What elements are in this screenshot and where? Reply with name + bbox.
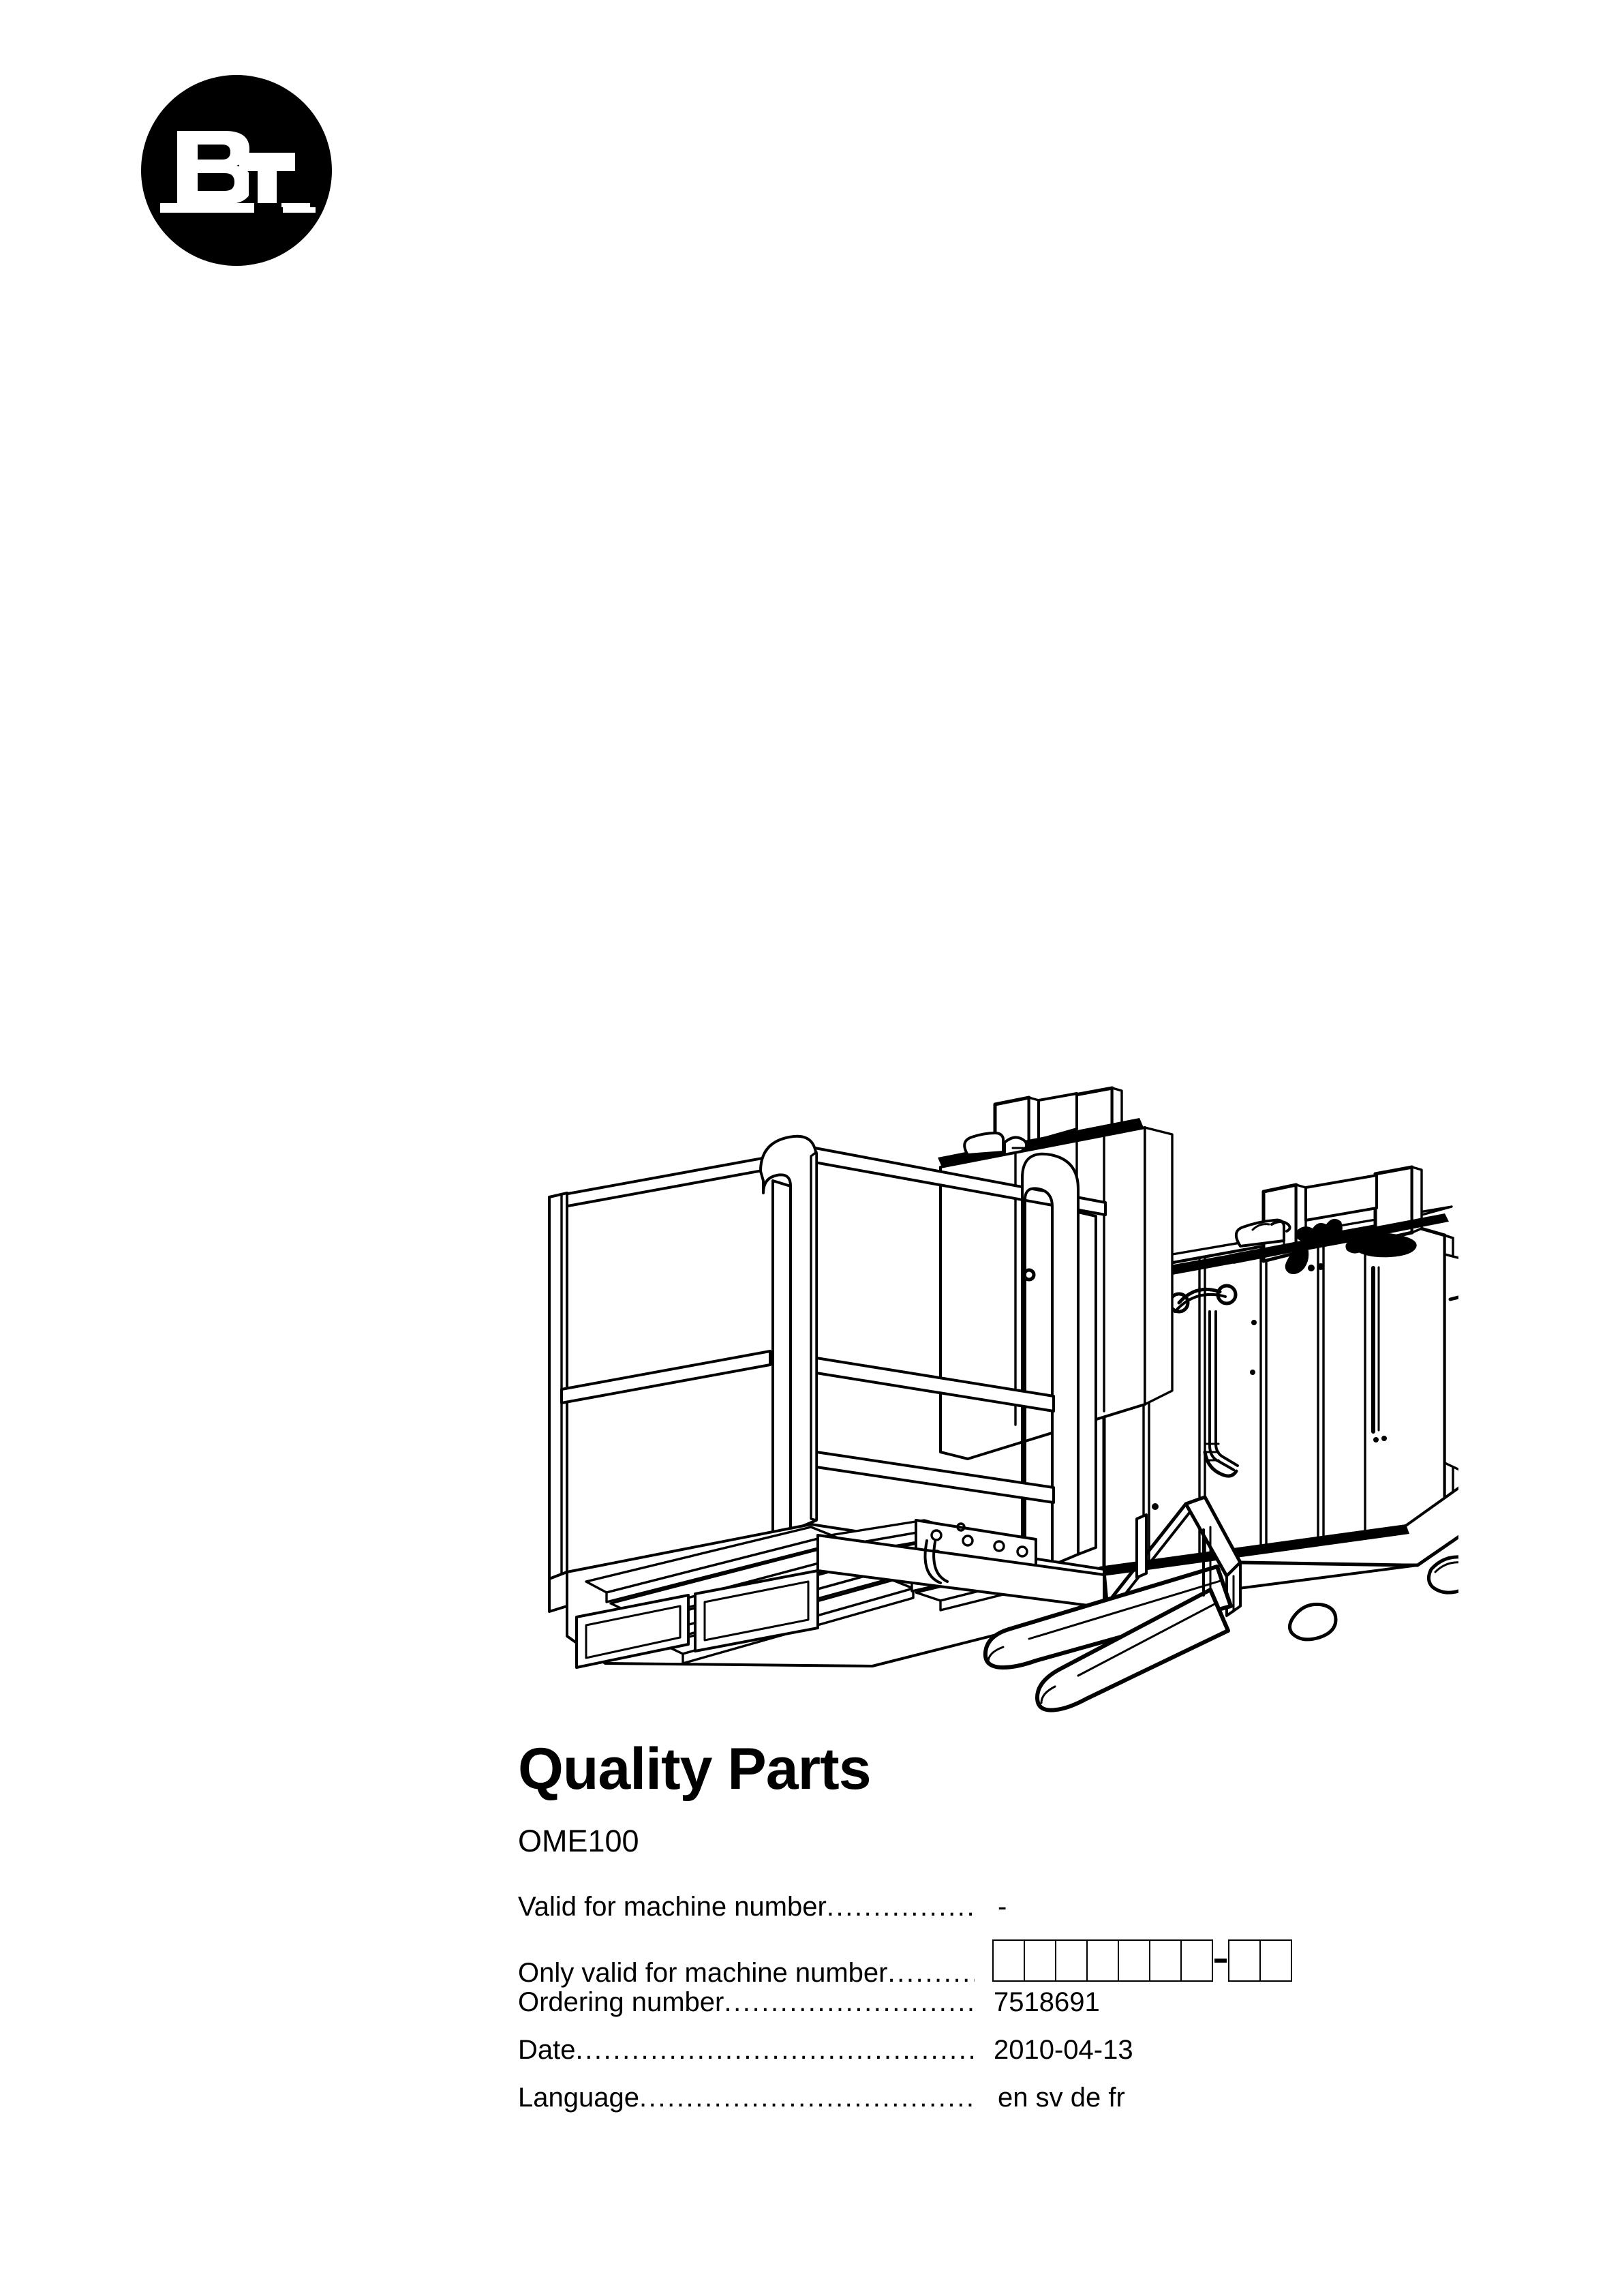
field-label: Ordering number (518, 1987, 724, 2017)
label-and-leader: Valid for machine number ...............… (518, 1892, 975, 1922)
metadata-field-list: Valid for machine number ...............… (518, 1892, 1540, 2130)
dot-leader: .................... (826, 1892, 975, 1922)
machine-number-box[interactable] (1228, 1939, 1261, 1982)
machine-number-box[interactable] (992, 1939, 1025, 1982)
field-ordering-number: Ordering number ........................… (518, 1987, 1540, 2035)
field-label: Date (518, 2035, 576, 2065)
field-value: 7518691 (994, 1987, 1100, 2017)
cover-text-block: Quality Parts OME100 Valid for machine n… (518, 1740, 1540, 2130)
field-language: Language ...............................… (518, 2083, 1540, 2130)
label-and-leader: Language ...............................… (518, 2083, 975, 2113)
dot-leader: ............ (887, 1958, 975, 1988)
machine-number-box[interactable] (1024, 1939, 1056, 1982)
machine-number-boxes-primary[interactable] (992, 1939, 1213, 1982)
label-and-leader: Date ...................................… (518, 2035, 975, 2066)
machine-number-box-row[interactable] (992, 1939, 1292, 1982)
field-value: 2010-04-13 (994, 2035, 1133, 2065)
bt-logo-icon (141, 75, 332, 266)
dot-leader: ........................................… (639, 2083, 975, 2113)
machine-number-box[interactable] (1118, 1939, 1150, 1982)
field-only-valid-for-machine-number: Only valid for machine number ..........… (518, 1939, 1540, 1989)
field-value: - (998, 1892, 1007, 1922)
dot-leader: ........................................… (575, 2035, 975, 2065)
field-valid-for-machine-number: Valid for machine number ...............… (518, 1892, 1540, 1939)
machine-number-box[interactable] (1149, 1939, 1182, 1982)
machine-number-box[interactable] (1086, 1939, 1119, 1982)
order-picker-truck-line-drawing (548, 1086, 1458, 1712)
order-picker-truck-illustration (491, 982, 1458, 1725)
label-and-leader: Ordering number ........................… (518, 1987, 975, 2018)
page-title: Quality Parts (518, 1736, 872, 1802)
model-designation: OME100 (518, 1824, 639, 1858)
machine-number-dash (1214, 1959, 1227, 1963)
label-and-leader: Only valid for machine number ..........… (518, 1958, 975, 1989)
bt-logo (140, 74, 333, 267)
dot-leader: ................................ (724, 1987, 975, 2017)
field-date: Date ...................................… (518, 2035, 1540, 2083)
field-label: Language (518, 2083, 639, 2113)
machine-number-box[interactable] (1180, 1939, 1213, 1982)
machine-number-box[interactable] (1259, 1939, 1292, 1982)
machine-number-box[interactable] (1055, 1939, 1088, 1982)
field-value: en sv de fr (998, 2083, 1125, 2113)
field-label: Valid for machine number (518, 1892, 827, 1922)
field-label: Only valid for machine number (518, 1958, 888, 1988)
machine-number-boxes-suffix[interactable] (1228, 1939, 1292, 1982)
